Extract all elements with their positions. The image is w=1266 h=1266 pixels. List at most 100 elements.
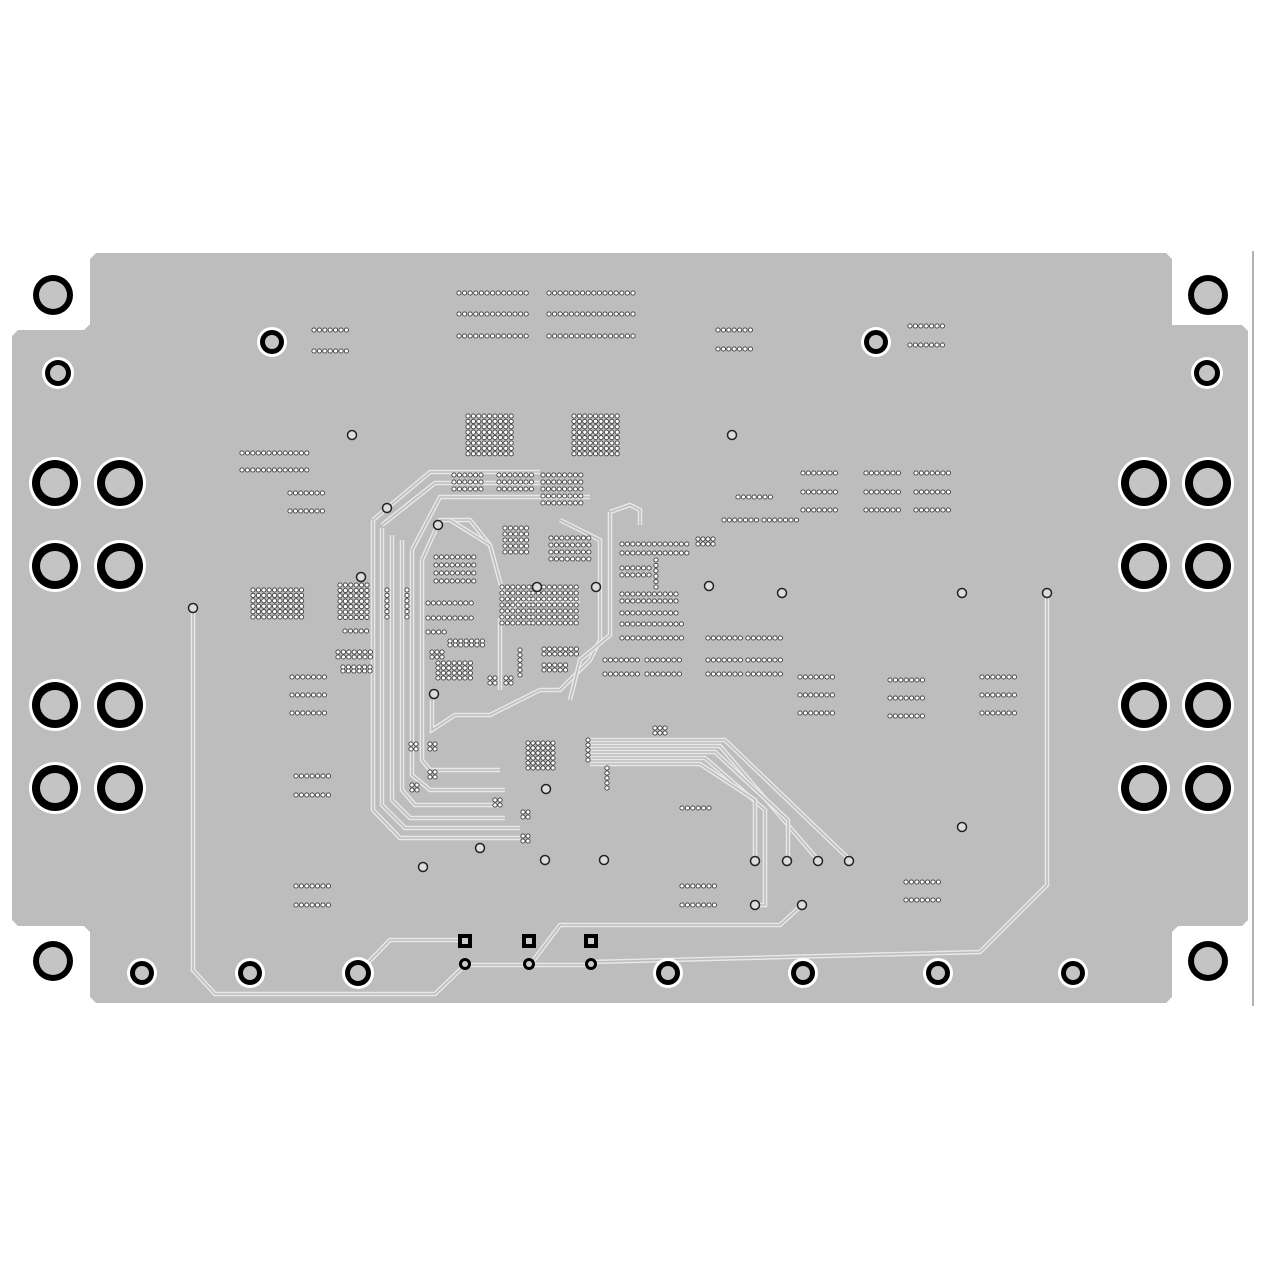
via xyxy=(797,692,803,698)
via xyxy=(863,507,869,513)
via xyxy=(304,467,310,473)
via xyxy=(467,479,473,485)
via xyxy=(614,424,620,430)
via xyxy=(293,792,299,798)
via xyxy=(507,472,513,478)
via xyxy=(438,562,444,568)
via xyxy=(335,649,341,655)
via xyxy=(325,792,331,798)
via xyxy=(492,424,498,430)
via-large xyxy=(703,580,715,592)
via xyxy=(508,440,514,446)
via xyxy=(504,602,510,608)
via xyxy=(277,603,283,609)
via xyxy=(721,635,727,641)
via xyxy=(314,490,320,496)
via xyxy=(557,290,563,296)
via xyxy=(553,542,559,548)
via xyxy=(909,677,915,683)
via xyxy=(630,635,636,641)
via xyxy=(552,646,558,652)
via xyxy=(604,785,610,791)
via xyxy=(572,486,578,492)
via xyxy=(546,584,552,590)
via-large xyxy=(432,519,444,531)
via xyxy=(502,537,508,543)
via xyxy=(266,467,272,473)
via xyxy=(319,490,325,496)
via xyxy=(619,635,625,641)
via xyxy=(490,333,496,339)
via xyxy=(478,333,484,339)
via-large xyxy=(781,855,793,867)
via xyxy=(727,671,733,677)
via xyxy=(501,311,507,317)
via xyxy=(731,346,737,352)
via xyxy=(512,472,518,478)
via xyxy=(502,531,508,537)
via xyxy=(603,440,609,446)
via xyxy=(478,290,484,296)
via xyxy=(469,642,475,648)
via xyxy=(935,879,941,885)
via xyxy=(624,311,630,317)
via-large xyxy=(843,855,855,867)
via xyxy=(465,570,471,576)
via xyxy=(524,537,530,543)
via xyxy=(457,675,463,681)
via xyxy=(473,311,479,317)
via xyxy=(521,584,527,590)
via xyxy=(408,741,414,747)
via xyxy=(467,333,473,339)
via xyxy=(499,614,505,620)
via xyxy=(244,450,250,456)
via xyxy=(929,470,935,476)
via xyxy=(456,486,462,492)
via xyxy=(895,489,901,495)
via xyxy=(293,450,299,456)
via xyxy=(651,541,657,547)
via xyxy=(444,570,450,576)
via xyxy=(282,587,288,593)
via xyxy=(797,710,803,716)
via xyxy=(288,450,294,456)
via xyxy=(556,493,562,499)
via xyxy=(646,591,652,597)
via xyxy=(556,486,562,492)
via xyxy=(562,479,568,485)
via xyxy=(342,598,348,604)
via xyxy=(541,620,547,626)
via xyxy=(346,649,352,655)
via xyxy=(309,883,315,889)
via xyxy=(585,333,591,339)
via xyxy=(508,675,514,681)
via xyxy=(684,883,690,889)
via xyxy=(541,590,547,596)
via xyxy=(802,692,808,698)
via xyxy=(819,692,825,698)
via xyxy=(465,418,471,424)
via xyxy=(813,692,819,698)
via xyxy=(562,500,568,506)
via xyxy=(481,418,487,424)
via xyxy=(720,346,726,352)
via xyxy=(441,629,447,635)
via xyxy=(261,592,267,598)
via xyxy=(353,593,359,599)
via xyxy=(822,507,828,513)
via xyxy=(735,494,741,500)
via xyxy=(662,541,668,547)
via xyxy=(935,489,941,495)
via xyxy=(716,671,722,677)
hole-center xyxy=(1066,966,1080,980)
via xyxy=(573,614,579,620)
via xyxy=(530,740,536,746)
via xyxy=(384,598,390,604)
via xyxy=(525,838,531,844)
via xyxy=(641,572,647,578)
via xyxy=(935,897,941,903)
via xyxy=(832,507,838,513)
via xyxy=(925,879,931,885)
via xyxy=(568,596,574,602)
via xyxy=(574,333,580,339)
